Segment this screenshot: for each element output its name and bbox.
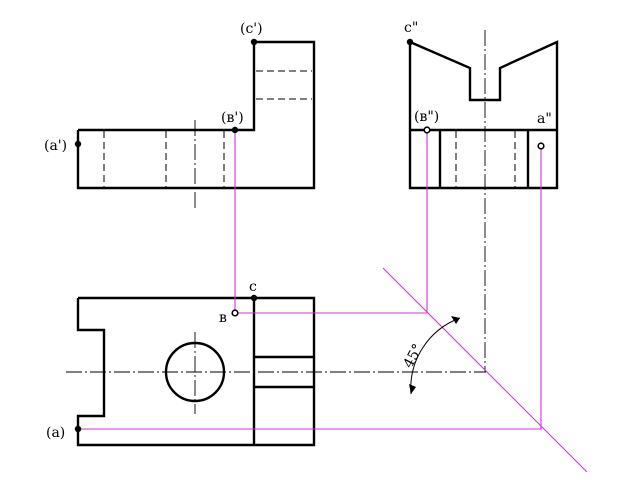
- label-b-top: в: [219, 310, 227, 326]
- label-c-side: c": [404, 20, 418, 36]
- point-b-front: [231, 126, 239, 134]
- front-view-outline: [76, 40, 316, 190]
- label-c-front: (c'): [240, 21, 263, 37]
- point-a-top: [74, 425, 82, 433]
- angle-label: 45°: [401, 341, 427, 370]
- projection-line-b-side: [235, 130, 428, 314]
- point-labels: (c') (в') (a') c" (в") a" c в (a): [44, 20, 552, 441]
- point-c-top: [250, 294, 258, 302]
- side-view: [408, 30, 559, 372]
- point-b-top: [231, 309, 239, 317]
- top-view-outline: [76, 296, 316, 447]
- front-view: [76, 40, 316, 210]
- point-a-side: [537, 142, 545, 150]
- label-b-front: (в'): [221, 110, 244, 126]
- point-b-side: [423, 126, 431, 134]
- points: [74, 38, 545, 433]
- top-view: [66, 296, 486, 447]
- projection-line-a: [78, 146, 542, 430]
- label-b-side: (в"): [414, 109, 439, 125]
- angle-arrowhead: [409, 384, 416, 394]
- point-c-side: [406, 38, 414, 46]
- label-a-front: (a'): [44, 138, 67, 154]
- projection-lines: [78, 130, 542, 430]
- angle-arrowhead: [451, 316, 460, 324]
- miter-line-45: [382, 267, 588, 473]
- angle-arc: [410, 317, 461, 395]
- label-a-top: (a): [46, 425, 65, 441]
- point-c-front: [250, 38, 258, 46]
- label-c-top: c: [249, 279, 257, 295]
- point-a-front: [74, 140, 82, 148]
- side-view-outline: [408, 40, 559, 190]
- label-a-side: a": [537, 111, 552, 127]
